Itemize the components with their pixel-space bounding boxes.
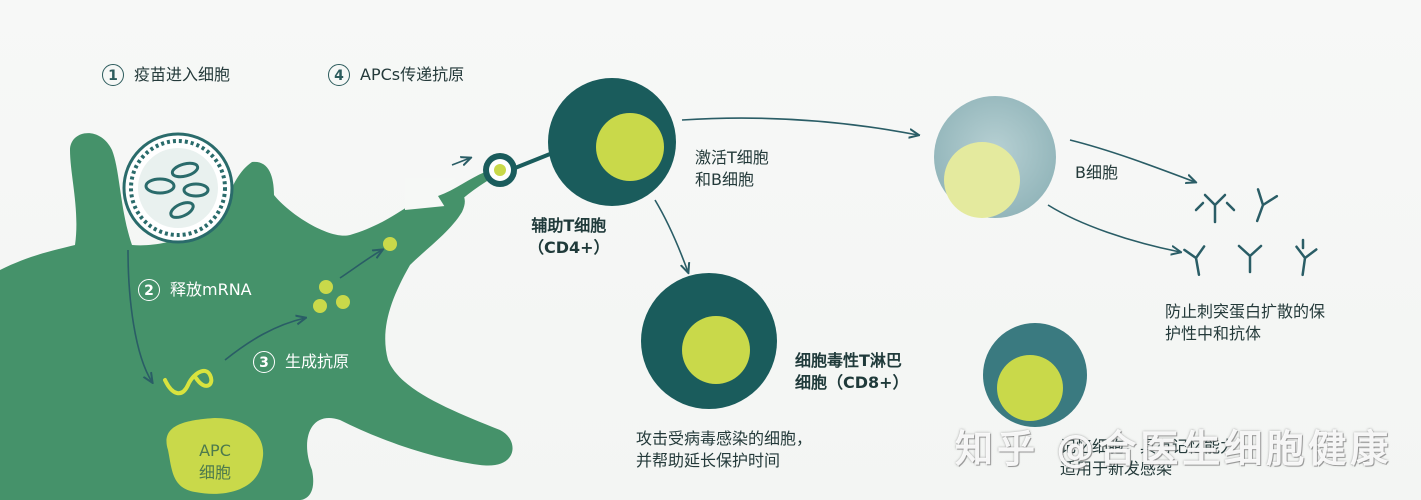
killer-t-desc2: 并帮助延长保护时间	[636, 451, 781, 470]
killer-t-desc1: 攻击受病毒感染的细胞，	[636, 429, 813, 448]
helper-t-line1: 辅助T细胞	[531, 216, 607, 235]
apc-nucleus	[166, 418, 264, 494]
b-cell-text: B细胞	[1075, 163, 1118, 182]
antigen-dot	[319, 280, 333, 294]
antigen-presenting-complex	[483, 148, 561, 187]
activate-line1: 激活T细胞	[695, 148, 769, 167]
memory-cell	[983, 323, 1087, 427]
memory-line2: 适用于新发感染	[1060, 459, 1173, 478]
arrow-to-antibodies-1	[1069, 139, 1195, 182]
step-1-label: 1 疫苗进入细胞	[102, 64, 230, 86]
step-3-label: 3 生成抗原	[253, 351, 349, 373]
antibody-line2: 护性中和抗体	[1165, 324, 1262, 343]
arrow-present	[339, 250, 382, 279]
step-2-text: 释放mRNA	[170, 280, 252, 299]
step-2-number: 2	[138, 279, 160, 301]
antigen-dot	[336, 295, 350, 309]
memory-label: 记忆细胞，具有记忆能力 适用于新发感染	[1060, 436, 1236, 480]
apc-label: APC 细胞	[175, 440, 255, 484]
helper-t-label: 辅助T细胞 （CD4+）	[528, 215, 610, 259]
antibody-line1: 防止刺突蛋白扩散的保	[1165, 302, 1326, 321]
killer-t-cell	[641, 273, 777, 409]
vaccine-nanoparticle	[122, 132, 234, 244]
step-3-number: 3	[253, 351, 275, 373]
arrow-release	[127, 249, 152, 382]
step-4-label: 4 APCs传递抗原	[328, 64, 464, 86]
apc-dendrite	[438, 172, 492, 212]
antibody-label: 防止刺突蛋白扩散的保 护性中和抗体	[1165, 301, 1325, 345]
memory-line1: 记忆细胞，具有记忆能力	[1060, 437, 1237, 456]
activate-label: 激活T细胞 和B细胞	[695, 147, 769, 191]
step-1-text: 疫苗进入细胞	[134, 65, 231, 84]
arrow-to-killer-t	[654, 199, 688, 272]
step-4-number: 4	[328, 64, 350, 86]
arrow-translate	[224, 318, 305, 361]
arrow-to-antibodies-2	[1047, 204, 1180, 252]
antigen-dot	[383, 237, 397, 251]
arrow-to-b-cell	[681, 117, 918, 135]
helper-t-cell	[548, 78, 676, 206]
watermark-text: 知乎 @合医生细胞健康	[955, 427, 1393, 471]
killer-t-label: 细胞毒性T淋巴 细胞（CD8+）	[795, 350, 909, 394]
step-4-text: APCs传递抗原	[360, 65, 465, 84]
activate-line2: 和B细胞	[695, 170, 754, 189]
killer-t-line1: 细胞毒性T淋巴	[795, 351, 902, 370]
step-1-number: 1	[102, 64, 124, 86]
mrna-strand	[163, 368, 214, 396]
step-2-label: 2 释放mRNA	[138, 279, 252, 301]
helper-t-line2: （CD4+）	[528, 238, 610, 257]
antigen-dot	[313, 299, 327, 313]
arrow-to-complex	[451, 158, 470, 165]
b-cell-label: B细胞	[1075, 162, 1118, 184]
killer-t-line2: 细胞（CD8+）	[795, 373, 909, 392]
step-3-text: 生成抗原	[285, 352, 350, 371]
b-cell	[934, 96, 1056, 218]
zhihu-watermark: 知乎 @合医生细胞健康	[955, 418, 1392, 473]
apc-label-line1: APC	[199, 441, 231, 460]
killer-t-description: 攻击受病毒感染的细胞， 并帮助延长保护时间	[636, 428, 812, 472]
apc-label-line2: 细胞	[198, 463, 231, 482]
apc-cell-body	[0, 133, 513, 500]
antibody-icon	[1183, 188, 1318, 277]
